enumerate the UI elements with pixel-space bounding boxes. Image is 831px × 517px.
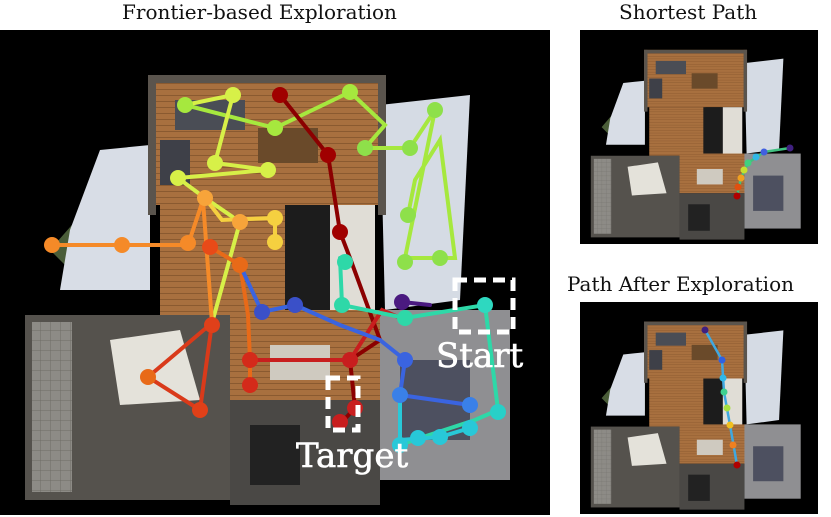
path-node <box>202 239 218 255</box>
path-node <box>723 404 731 412</box>
target-label: Target <box>296 436 408 476</box>
path-node <box>177 97 193 113</box>
path-node <box>752 153 760 161</box>
path-node <box>720 388 728 396</box>
path-node <box>232 214 248 230</box>
path-node <box>392 387 408 403</box>
path-segment-darkred <box>278 93 383 424</box>
path-node <box>760 148 768 156</box>
start-marker-box <box>452 277 516 335</box>
path-node <box>272 87 288 103</box>
path-node <box>427 102 443 118</box>
path-segment-orangered <box>208 245 252 387</box>
path-node <box>462 397 478 413</box>
path-node <box>342 84 358 100</box>
path-segment-yellow <box>203 196 277 244</box>
path-node <box>337 254 353 270</box>
path-node <box>432 250 448 266</box>
path-node <box>477 297 493 313</box>
path-node <box>140 369 156 385</box>
path-node <box>718 356 726 364</box>
path-node <box>287 297 303 313</box>
path-node <box>357 140 373 156</box>
path-node <box>242 352 258 368</box>
main-panel-title: Frontier-based Exploration <box>122 0 397 24</box>
path-segment-teal <box>338 256 501 447</box>
path-node <box>267 234 283 250</box>
path-node <box>320 147 336 163</box>
path-node <box>410 430 426 446</box>
path-node <box>397 352 413 368</box>
path-node <box>733 192 741 200</box>
path-node <box>204 317 220 333</box>
path-node <box>267 120 283 136</box>
path-segment-red <box>144 321 214 414</box>
path-node <box>719 374 727 382</box>
path-node <box>744 159 752 167</box>
path-node <box>726 421 734 429</box>
path-node <box>342 352 358 368</box>
path-node <box>232 257 248 273</box>
path-node <box>786 144 794 152</box>
exploration-nodes <box>44 84 506 453</box>
path-node <box>490 404 506 420</box>
path-node <box>729 441 737 449</box>
path-node <box>400 207 416 223</box>
path-node <box>44 237 60 253</box>
path-node <box>334 297 350 313</box>
path-node <box>740 166 748 174</box>
shortest-path-panel <box>580 30 818 244</box>
path-node <box>402 140 418 156</box>
path-node <box>347 400 363 416</box>
main-floorplan <box>0 30 550 515</box>
after-exploration-title: Path After Exploration <box>567 272 795 296</box>
path-segment-lightgreen <box>183 89 458 260</box>
shortest-path-title: Shortest Path <box>619 0 758 24</box>
path-node <box>170 170 186 186</box>
path-node <box>737 174 745 182</box>
path-node <box>254 304 270 320</box>
path-node <box>332 414 348 430</box>
path-node <box>394 294 410 310</box>
target-marker-box <box>325 375 361 433</box>
path-node <box>197 190 213 206</box>
path-node <box>397 310 413 326</box>
after-exploration-panel <box>580 302 818 514</box>
path-node <box>242 377 258 393</box>
path-node <box>267 210 283 226</box>
path-node <box>207 155 223 171</box>
path-node <box>392 437 408 453</box>
path-node <box>225 87 241 103</box>
path-node <box>701 326 709 334</box>
path-node <box>733 461 741 469</box>
path-node <box>180 235 196 251</box>
start-label: Start <box>436 336 523 376</box>
path-node <box>260 162 276 178</box>
path-node <box>397 254 413 270</box>
path-node <box>462 420 478 436</box>
path-node <box>332 224 348 240</box>
path-node <box>192 402 208 418</box>
path-node <box>114 237 130 253</box>
path-node <box>432 429 448 445</box>
path-node <box>734 183 742 191</box>
